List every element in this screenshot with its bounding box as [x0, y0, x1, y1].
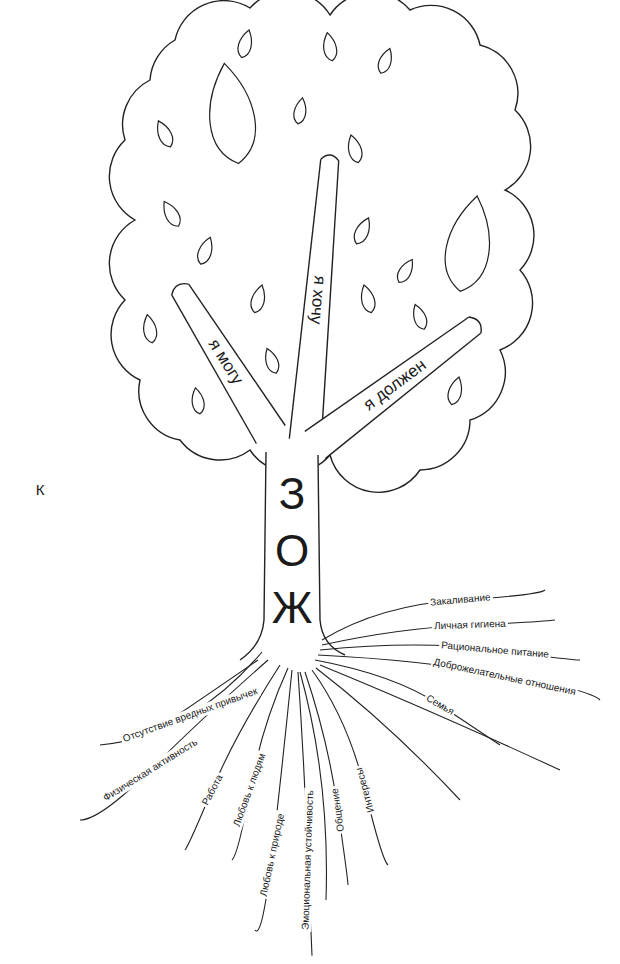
- root-label: Любовь к людям: [230, 750, 269, 830]
- root-label: Семья: [422, 691, 458, 719]
- root-label: Доброжелательные отношения: [431, 656, 579, 699]
- root-label: Любовь к природе: [257, 810, 287, 899]
- trunk-outline: [240, 452, 345, 660]
- trunk-band: ЗОЖ: [266, 465, 318, 637]
- root-label: Личная гигиена: [432, 618, 508, 633]
- root-label: Физическая активность: [99, 735, 201, 805]
- root-label: Отсутствие вредных привычек: [119, 684, 261, 745]
- root-label: Закаливание: [427, 591, 492, 609]
- margin-letter: К: [34, 481, 47, 499]
- root-label: Рациональное питание: [439, 639, 552, 661]
- branch-text: я хочу: [305, 275, 329, 325]
- root-label: Работа: [198, 771, 226, 809]
- tree-crown: [109, 0, 534, 492]
- root-label: Интересы: [353, 764, 378, 815]
- trunk-fill: [240, 430, 345, 660]
- root-label: Эмоциональная устойчивость: [299, 788, 316, 932]
- branch-band: я хочу: [289, 159, 345, 442]
- root-label: Общение: [329, 785, 348, 834]
- roots: [80, 590, 600, 955]
- branch-band: я могу: [165, 280, 284, 443]
- trunk-text: ЗОЖ: [270, 465, 314, 637]
- branch-band: я должен: [305, 311, 485, 458]
